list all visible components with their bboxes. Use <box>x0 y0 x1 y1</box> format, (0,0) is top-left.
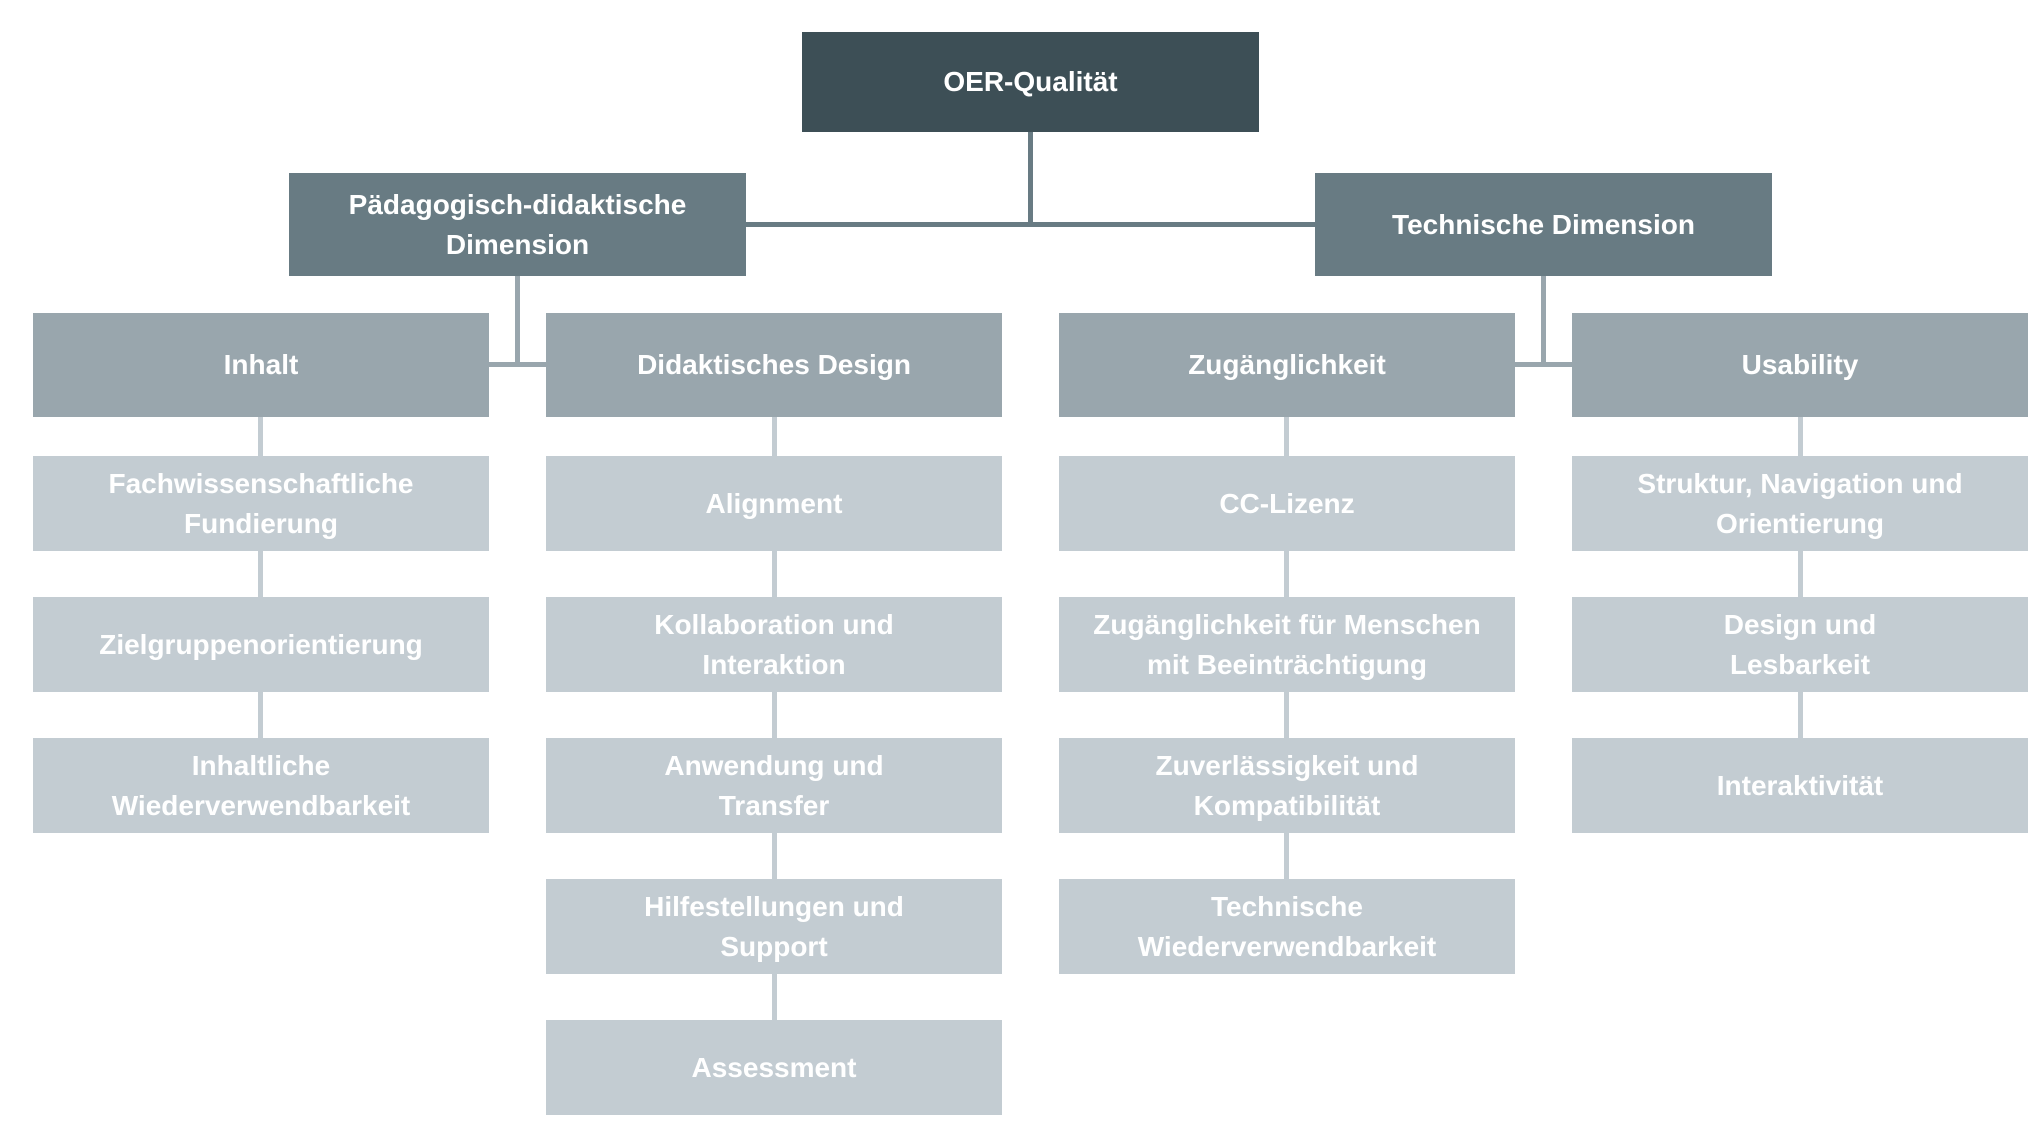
connector-line <box>258 417 263 456</box>
item-box: Zielgruppenorientierung <box>33 597 489 692</box>
item-box: Zugänglichkeit für Menschen mit Beeinträ… <box>1059 597 1515 692</box>
item-box: Fachwissenschaftliche Fundierung <box>33 456 489 551</box>
connector-line <box>1798 692 1803 738</box>
dimension-box-technisch: Technische Dimension <box>1315 173 1772 276</box>
connector-line <box>1798 551 1803 597</box>
connector-line <box>1028 132 1033 224</box>
connector-line <box>772 692 777 738</box>
item-box: CC-Lizenz <box>1059 456 1515 551</box>
item-box: Hilfestellungen und Support <box>546 879 1002 974</box>
connector-line <box>489 362 546 367</box>
dimension-box-paedagogisch-didaktisch: Pädagogisch-didaktische Dimension <box>289 173 746 276</box>
connector-line <box>1284 833 1289 879</box>
connector-line <box>772 974 777 1020</box>
connector-line <box>258 692 263 738</box>
item-box: Technische Wiederverwendbarkeit <box>1059 879 1515 974</box>
item-box: Assessment <box>546 1020 1002 1115</box>
connector-line <box>258 551 263 597</box>
connector-line <box>746 222 1315 227</box>
item-box: Anwendung und Transfer <box>546 738 1002 833</box>
item-box: Kollaboration und Interaktion <box>546 597 1002 692</box>
item-box: Inhaltliche Wiederverwendbarkeit <box>33 738 489 833</box>
category-header-usability: Usability <box>1572 313 2028 417</box>
category-header-zugaenglichkeit: Zugänglichkeit <box>1059 313 1515 417</box>
connector-line <box>515 276 520 367</box>
category-header-inhalt: Inhalt <box>33 313 489 417</box>
item-box: Design und Lesbarkeit <box>1572 597 2028 692</box>
root-box-oer-qualitaet: OER-Qualität <box>802 32 1259 132</box>
connector-line <box>1541 276 1546 367</box>
item-box: Struktur, Navigation und Orientierung <box>1572 456 2028 551</box>
connector-line <box>1284 692 1289 738</box>
connector-line <box>772 551 777 597</box>
item-box: Alignment <box>546 456 1002 551</box>
connector-line <box>1515 362 1572 367</box>
category-header-didaktisches-design: Didaktisches Design <box>546 313 1002 417</box>
connector-line <box>772 833 777 879</box>
item-box: Zuverlässigkeit und Kompatibilität <box>1059 738 1515 833</box>
connector-line <box>1284 417 1289 456</box>
connector-line <box>1798 417 1803 456</box>
connector-line <box>1284 551 1289 597</box>
item-box: Interaktivität <box>1572 738 2028 833</box>
connector-line <box>772 417 777 456</box>
